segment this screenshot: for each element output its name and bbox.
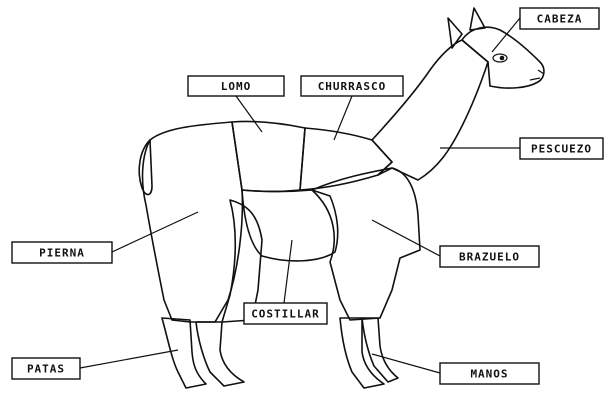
region-costillar	[242, 190, 338, 261]
label-pescuezo-text: PESCUEZO	[531, 143, 592, 156]
region-tail	[139, 140, 152, 195]
region-lomo	[232, 121, 305, 191]
label-churrasco: CHURRASCO	[301, 76, 403, 96]
label-pierna: PIERNA	[12, 242, 112, 263]
pupil	[500, 56, 505, 61]
region-churrasco	[300, 128, 392, 190]
region-pierna	[143, 122, 243, 322]
region-manos-1	[340, 318, 384, 388]
region-patas-2	[196, 322, 244, 386]
leader-patas	[80, 350, 178, 368]
label-lomo: LOMO	[188, 76, 284, 96]
label-pescuezo: PESCUEZO	[520, 138, 603, 159]
label-pierna-text: PIERNA	[39, 247, 85, 260]
label-churrasco-text: CHURRASCO	[318, 80, 387, 93]
leader-costillar	[284, 240, 292, 303]
region-brazuelo	[312, 168, 420, 320]
leader-cabeza	[492, 18, 520, 52]
region-manos-2	[362, 318, 398, 382]
label-brazuelo: BRAZUELO	[440, 246, 539, 267]
ear-left	[448, 18, 462, 48]
label-manos: MANOS	[440, 363, 539, 384]
region-pescuezo	[372, 40, 488, 180]
alpaca-figure	[139, 8, 544, 388]
label-costillar: COSTILLAR	[244, 303, 327, 324]
label-brazuelo-text: BRAZUELO	[459, 251, 520, 264]
leader-pierna	[112, 212, 198, 252]
label-costillar-text: COSTILLAR	[251, 308, 320, 321]
label-manos-text: MANOS	[470, 368, 508, 381]
label-patas: PATAS	[12, 358, 80, 379]
label-patas-text: PATAS	[27, 363, 65, 376]
region-patas-1	[162, 318, 206, 388]
label-cabeza: CABEZA	[520, 8, 599, 29]
leader-manos	[372, 354, 440, 373]
label-cabeza-text: CABEZA	[537, 13, 583, 26]
leader-lomo	[236, 96, 262, 132]
label-lomo-text: LOMO	[221, 80, 252, 93]
leader-brazuelo	[372, 220, 440, 256]
